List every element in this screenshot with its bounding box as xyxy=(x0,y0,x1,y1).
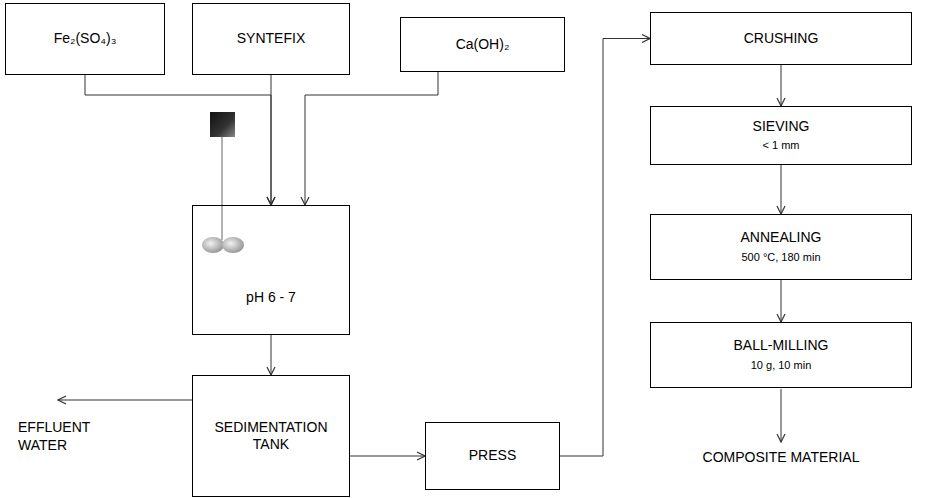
node-title: PRESS xyxy=(469,447,516,465)
mixer-shaft xyxy=(222,137,223,240)
sedimentation-tank: SEDIMENTATION TANK xyxy=(192,375,350,497)
flow-arrow xyxy=(271,75,272,205)
node-detail: 500 °C, 180 min xyxy=(742,251,821,265)
mixer-blade xyxy=(202,237,224,253)
output-label: EFFLUENT WATER xyxy=(18,418,118,454)
node-detail: < 1 mm xyxy=(763,139,800,153)
flow-arrow xyxy=(85,75,271,205)
node-detail: 10 g, 10 min xyxy=(751,359,812,373)
flow-arrow xyxy=(781,165,782,214)
node-title: SEDIMENTATION TANK xyxy=(206,419,336,454)
flow-arrow xyxy=(305,72,438,205)
process-box: SIEVING < 1 mm xyxy=(650,106,912,165)
effluent-arrow xyxy=(58,400,192,401)
process-box: CRUSHING xyxy=(650,12,912,65)
reagent-box: SYNTEFIX xyxy=(192,3,350,75)
node-title: CRUSHING xyxy=(744,30,819,48)
mixer-blade xyxy=(222,237,244,253)
node-title: Ca(OH)₂ xyxy=(456,36,510,54)
output-label: COMPOSITE MATERIAL xyxy=(690,448,872,466)
flow-arrow xyxy=(350,456,425,457)
flow-arrow xyxy=(271,335,272,375)
node-title: SIEVING xyxy=(753,118,810,136)
mixing-tank: pH 6 - 7 xyxy=(192,205,350,335)
node-title: pH 6 - 7 xyxy=(246,289,296,307)
process-box: PRESS xyxy=(425,422,560,490)
flow-arrow xyxy=(781,280,782,322)
node-title: Fe₂(SO₄)₃ xyxy=(54,30,117,48)
node-title: SYNTEFIX xyxy=(237,30,305,48)
output-arrow xyxy=(781,389,782,442)
mixer-motor xyxy=(210,112,235,137)
process-box: BALL-MILLING 10 g, 10 min xyxy=(650,322,912,388)
node-title: BALL-MILLING xyxy=(734,337,829,355)
node-title: ANNEALING xyxy=(741,229,822,247)
reagent-box: Fe₂(SO₄)₃ xyxy=(5,3,165,75)
flow-arrow xyxy=(781,65,782,106)
process-box: ANNEALING 500 °C, 180 min xyxy=(650,214,912,280)
flow-arrow xyxy=(560,39,650,457)
reagent-box: Ca(OH)₂ xyxy=(400,17,565,72)
